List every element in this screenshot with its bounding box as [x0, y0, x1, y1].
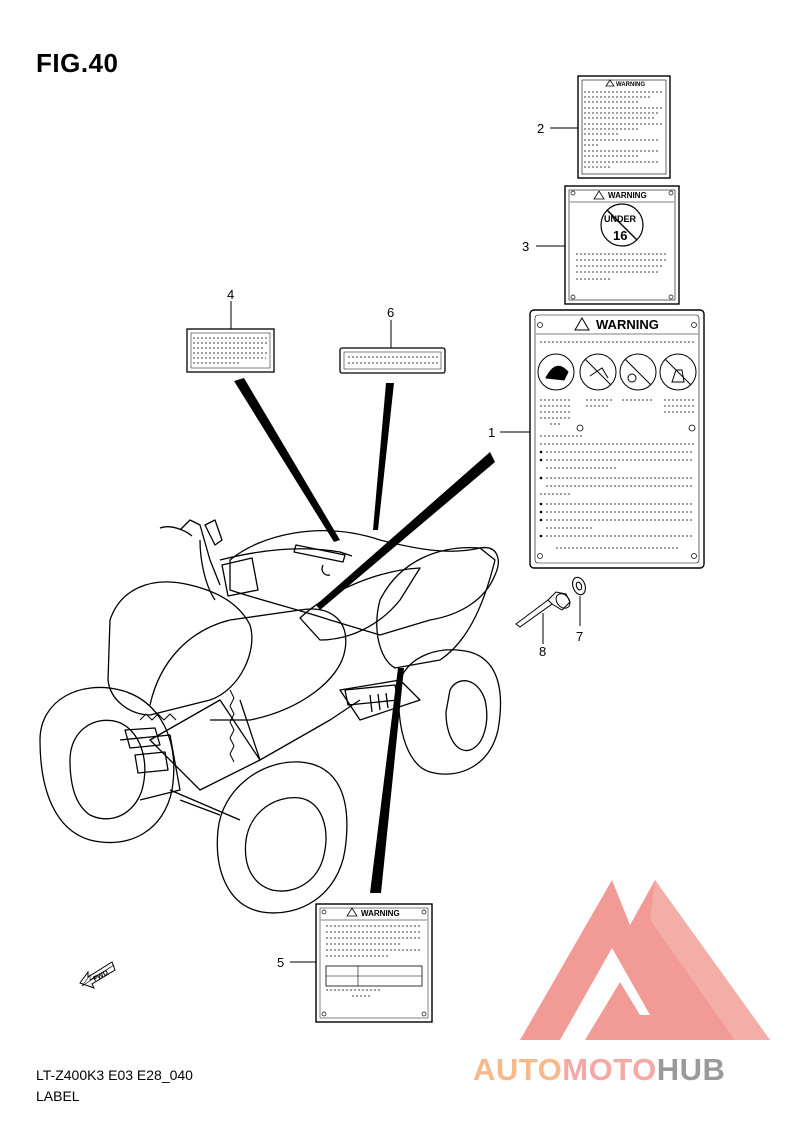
no-underage-icon	[619, 353, 657, 391]
watermark-part-auto: AUTO	[473, 1052, 563, 1087]
no-passenger-icon	[579, 353, 617, 391]
footer-model-code: LT-Z400K3 E03 E28_040	[36, 1067, 193, 1083]
under-16-icon: UNDER 16	[600, 203, 644, 247]
fwd-text: FWD	[92, 969, 109, 983]
watermark-part-hub: HUB	[656, 1052, 726, 1087]
callout-3: 3	[522, 239, 529, 254]
watermark-logo	[520, 880, 770, 1040]
leader-lines	[230, 127, 581, 963]
warning-triangle-icon	[346, 907, 358, 917]
helmet-icon	[537, 353, 575, 391]
label-5-warning-text: WARNING	[361, 909, 400, 918]
label-3-age-warning: WARNING UNDER 16	[564, 185, 680, 305]
label-1-warning-text: WARNING	[596, 317, 659, 332]
callout-5: 5	[277, 955, 284, 970]
age-text: 16	[613, 228, 627, 243]
no-alcohol-icon	[659, 353, 697, 391]
label-position-pointers	[234, 378, 495, 893]
label-3-warning-text: WARNING	[608, 191, 647, 200]
pointer-label-6	[373, 383, 394, 530]
pointer-label-1	[316, 452, 495, 610]
callout-7: 7	[576, 629, 583, 644]
callout-1: 1	[488, 425, 495, 440]
watermark-part-moto: MOTO	[562, 1052, 657, 1087]
footer-section-name: LABEL	[36, 1088, 80, 1104]
atv-vehicle-outline	[39, 519, 502, 914]
callout-2: 2	[537, 121, 544, 136]
figure-title: FIG.40	[36, 48, 119, 78]
label-4-small-sticker	[186, 328, 275, 373]
watermark-brand: AUTOMOTOHUB	[473, 1052, 725, 1088]
under-text: UNDER	[604, 214, 637, 224]
callout-6: 6	[387, 305, 394, 320]
warning-triangle-icon	[593, 190, 605, 200]
pointer-label-5	[370, 668, 404, 893]
label-6-strip-sticker	[339, 347, 446, 374]
label-2-warning: WARNING	[577, 75, 671, 179]
callout-4: 4	[227, 287, 234, 302]
warning-triangle-icon	[574, 317, 590, 331]
label-5-bottom-warning: WARNING	[315, 903, 433, 1023]
callout-numbers: 2 3 1 4 6 5 7 8	[227, 121, 583, 970]
pictogram-row	[537, 353, 697, 391]
part-7-washer	[572, 576, 586, 596]
warning-triangle-icon	[605, 79, 615, 87]
label-1-main-warning: WARNING	[529, 309, 705, 569]
pointer-label-4	[234, 378, 340, 542]
label-2-warning-text: WARNING	[616, 82, 645, 88]
fwd-arrow-icon: FWD	[79, 961, 116, 989]
callout-8: 8	[539, 644, 546, 659]
part-8-pin	[515, 591, 571, 628]
